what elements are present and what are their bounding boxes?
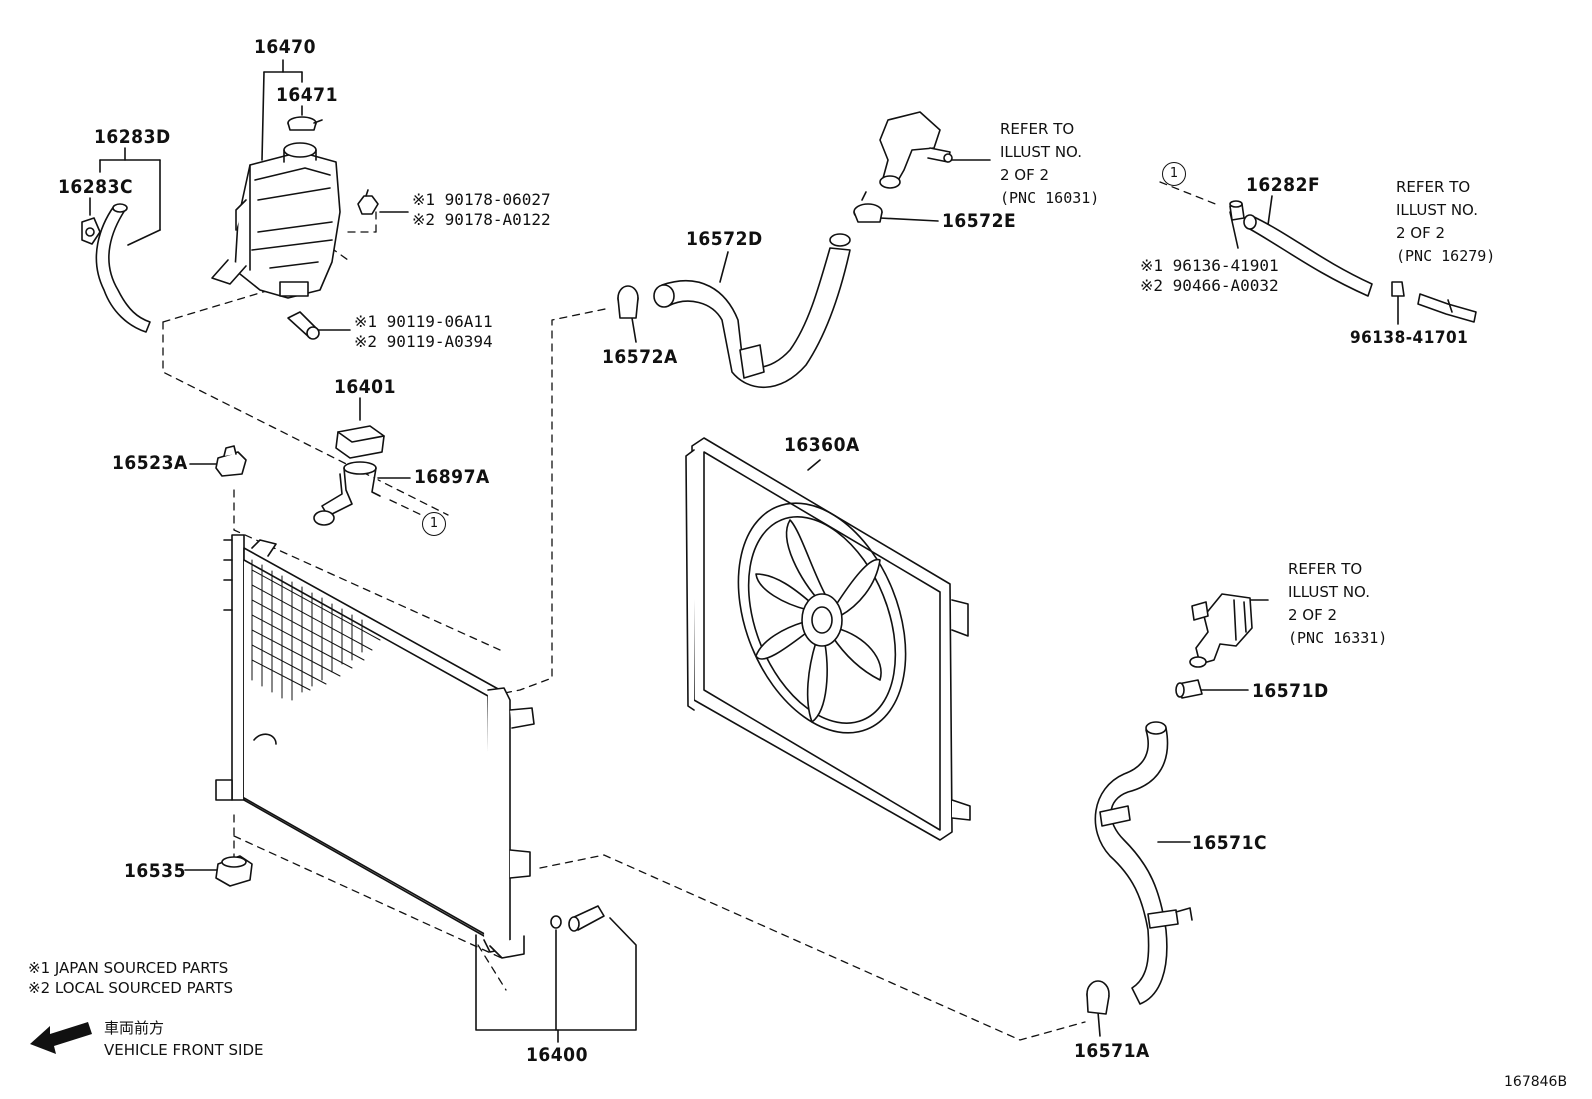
refer-note-16279: REFER TO ILLUST NO. 2 OF 2 (PNC 16279) [1396, 176, 1495, 268]
vehicle-front-label: VEHICLE FRONT SIDE [104, 1041, 264, 1059]
refer-line-1: REFER TO [1396, 178, 1471, 196]
part-label-16360A: 16360A [784, 434, 860, 456]
drain-plug [550, 905, 605, 932]
overflow-hose [95, 203, 151, 333]
refer-note-16031: REFER TO ILLUST NO. 2 OF 2 (PNC 16031) [1000, 118, 1099, 210]
part-label-16471: 16471 [276, 84, 338, 106]
circle-marker-bypass: 1 [1162, 162, 1186, 186]
part-label-16282F: 16282F [1246, 174, 1321, 196]
hose-clip [81, 217, 101, 245]
radiator-mount-upper [215, 445, 247, 477]
code-clamp-local: ※2 90466-A0032 [1140, 276, 1279, 295]
part-label-16401: 16401 [334, 376, 396, 398]
vehicle-front-japanese: 車両前方 [104, 1019, 165, 1037]
filler-neck [313, 461, 381, 526]
refer-pnc: (PNC 16331) [1288, 629, 1388, 647]
lower-hose [1094, 721, 1193, 1005]
refer-line-3: 2 OF 2 [1396, 224, 1446, 242]
leader-lines [89, 59, 1399, 1043]
radiator-cap [335, 425, 385, 459]
code-grommet-local: ※2 90178-A0122 [412, 210, 551, 229]
refer-line-2: ILLUST NO. [1000, 143, 1083, 161]
bypass-hose [1243, 214, 1373, 297]
clamp-outlet [1175, 679, 1203, 699]
figure-id: 167846B [1504, 1074, 1568, 1090]
legend-local-sourced: ※2 LOCAL SOURCED PARTS [28, 979, 233, 997]
part-label-16571D: 16571D [1252, 680, 1329, 702]
fan-ring [737, 502, 907, 734]
radiator-core [251, 559, 381, 701]
code-bolt-local: ※2 90119-A0394 [354, 332, 493, 351]
part-label-16400: 16400 [526, 1044, 588, 1066]
part-label-16283D: 16283D [94, 126, 171, 148]
code-bolt-japan: ※1 90119-06A11 [354, 312, 493, 331]
clamp-lower [1086, 980, 1110, 1015]
part-label-16535: 16535 [124, 860, 186, 882]
radiator [215, 534, 535, 959]
part-label-16571C: 16571C [1192, 832, 1268, 854]
vehicle-front-arrow [30, 1022, 92, 1054]
code-grommet-japan: ※1 90178-06027 [412, 190, 551, 209]
upper-hose [653, 233, 851, 389]
reservoir-bolt [287, 311, 320, 340]
part-label-16283C: 16283C [58, 176, 134, 198]
refer-pnc: (PNC 16031) [1000, 189, 1100, 207]
circle-marker-filler: 1 [422, 512, 446, 536]
refer-line-3: 2 OF 2 [1288, 606, 1338, 624]
legend-japan-sourced: ※1 JAPAN SOURCED PARTS [28, 959, 229, 977]
reservoir-grommet [357, 189, 379, 215]
reservoir-cap [287, 116, 323, 131]
clamp-upper-left [617, 285, 639, 319]
part-label-16897A: 16897A [414, 466, 490, 488]
radiator-mount-lower [215, 855, 253, 887]
refer-line-1: REFER TO [1288, 560, 1363, 578]
part-label-16572A: 16572A [602, 346, 678, 368]
refer-pnc: (PNC 16279) [1396, 247, 1496, 265]
bypass-clamp [1229, 200, 1245, 221]
part-label-16523A: 16523A [112, 452, 188, 474]
refer-line-1: REFER TO [1000, 120, 1075, 138]
reservoir-tank [211, 142, 341, 299]
refer-line-2: ILLUST NO. [1288, 583, 1371, 601]
refer-line-2: ILLUST NO. [1396, 201, 1479, 219]
code-clamp-japan: ※1 96136-41901 [1140, 256, 1279, 275]
part-label-96138-41701: 96138-41701 [1350, 328, 1469, 348]
part-label-16571A: 16571A [1074, 1040, 1150, 1062]
refer-note-16331: REFER TO ILLUST NO. 2 OF 2 (PNC 16331) [1288, 558, 1387, 650]
clamp-upper-right [853, 191, 883, 223]
bypass-pipe [1417, 293, 1477, 323]
part-label-16470: 16470 [254, 36, 316, 58]
water-outlet [879, 111, 953, 189]
part-label-16572D: 16572D [686, 228, 763, 250]
fan-blades [755, 519, 882, 723]
refer-line-3: 2 OF 2 [1000, 166, 1050, 184]
part-label-16572E: 16572E [942, 210, 1017, 232]
bypass-clip [1391, 281, 1405, 297]
water-inlet [1189, 593, 1253, 668]
